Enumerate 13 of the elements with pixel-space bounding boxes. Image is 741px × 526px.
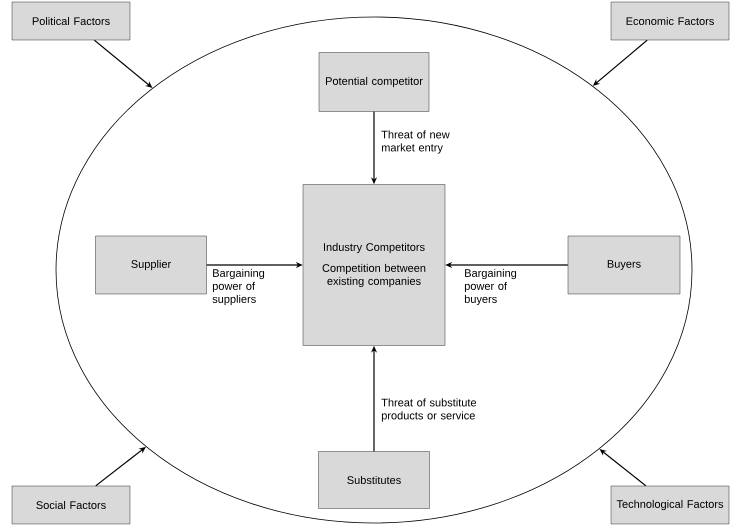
text-box: Buyers: [568, 236, 680, 294]
text-box: Potential competitor: [318, 52, 430, 112]
text-box: Social Factors: [12, 486, 130, 524]
text-box: Substitutes: [318, 451, 430, 509]
text-box: Political Factors: [12, 2, 130, 40]
text-box: Industry Competitors Competition between existing companies: [302, 184, 446, 346]
text-box: Economic Factors: [610, 2, 730, 40]
edge-label: Bargaining power of buyers: [464, 268, 516, 306]
edge-label: Threat of new market entry: [381, 130, 450, 154]
edge-label: Bargaining power of suppliers: [212, 268, 264, 306]
text-box: Technological Factors: [610, 486, 730, 524]
edge-label: Threat of substitute products or service: [381, 398, 476, 422]
text-box: Supplier: [95, 236, 207, 294]
